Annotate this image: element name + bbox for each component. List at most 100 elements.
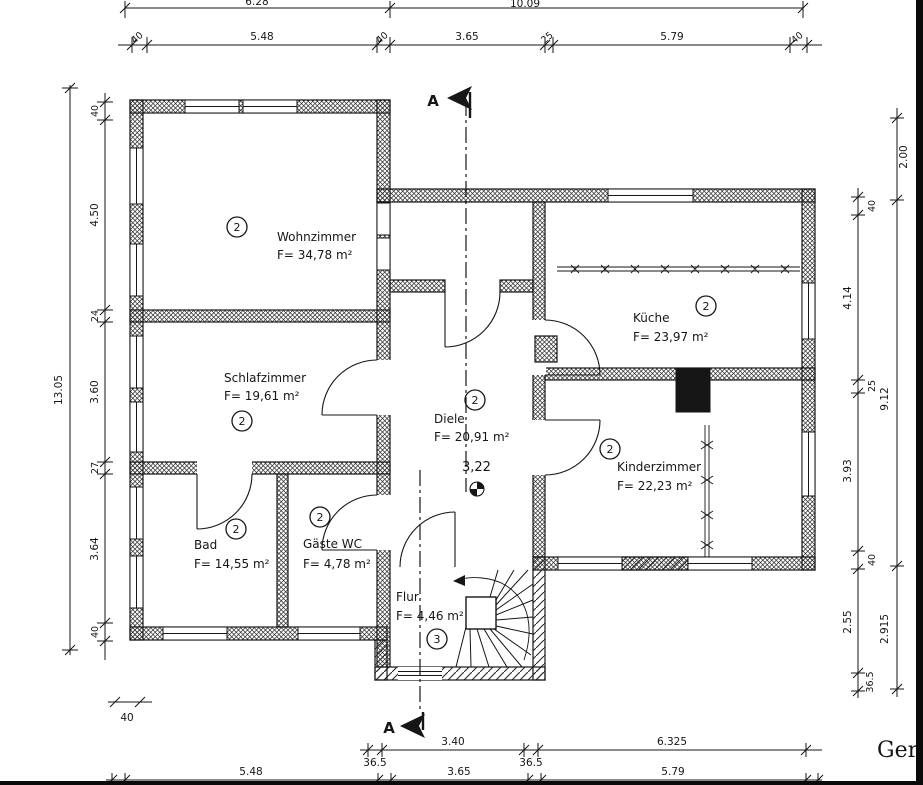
dimension-labels: 6.28 10.09 40 5.48 40 3.65 25 5.79 40 13… [53,0,910,778]
stair-direction-arrow-icon [453,575,465,586]
room-wohnzimmer: 2 Wohnzimmer F= 34,78 m² [226,216,356,262]
window [557,556,623,571]
svg-text:24: 24 [90,310,101,322]
svg-text:36.5: 36.5 [519,757,542,769]
staircase [453,569,534,668]
room-kueche: 2 Küche F= 23,97 m² [633,295,717,344]
svg-text:2: 2 [607,443,614,456]
svg-text:5.79: 5.79 [660,31,683,43]
svg-text:2.00: 2.00 [898,145,910,168]
svg-text:5.79: 5.79 [661,766,684,778]
svg-text:27: 27 [90,462,101,474]
window [801,282,816,340]
room-gaeste-wc: 2 Gäste WC F= 4,78 m² [303,506,371,571]
room-bad: 2 Bad F= 14,55 m² [194,518,270,571]
window [129,335,144,389]
svg-text:3.93: 3.93 [842,459,854,482]
window [129,555,144,609]
room-kinderzimmer: 2 Kinderzimmer F= 22,23 m² [599,438,701,493]
svg-text:3.65: 3.65 [447,766,470,778]
svg-text:3.64: 3.64 [89,537,101,561]
room-area: F= 4,46 m² [396,609,464,623]
section-arrow-icon [400,714,425,738]
svg-text:2: 2 [239,415,246,428]
svg-text:3.65: 3.65 [455,31,478,43]
svg-text:4.14: 4.14 [842,286,854,310]
room-labels: 2 Wohnzimmer F= 34,78 m² 2 Küche F= 23,9… [194,216,717,650]
svg-text:25: 25 [867,380,878,392]
scan-edge-right [916,0,923,785]
window [162,626,228,641]
dim-left-corner: 40 [120,712,133,724]
fixtures [534,264,800,557]
svg-text:40: 40 [867,200,878,212]
section-cut: A A [383,86,472,738]
level-marker-icon [469,481,485,497]
room-area: F= 19,61 m² [224,389,300,403]
window [129,401,144,453]
room-area: F= 22,23 m² [617,479,693,493]
stair-newel [465,596,497,630]
rail-line [700,425,714,557]
wall-niche [376,202,391,236]
beam-line [557,264,800,274]
svg-text:2: 2 [703,300,710,313]
svg-text:5.48: 5.48 [250,31,273,43]
svg-text:2: 2 [472,394,479,407]
scan-edge-bottom [0,781,923,785]
wall-niche [376,237,391,271]
room-name: Wohnzimmer [277,230,356,244]
room-name: Bad [194,538,217,552]
svg-text:6.325: 6.325 [657,736,687,748]
svg-text:3.60: 3.60 [89,380,101,403]
doors [196,291,601,680]
room-name: Flur [396,590,419,604]
svg-text:2: 2 [233,523,240,536]
window [687,556,753,571]
svg-text:2: 2 [317,511,324,524]
window [242,99,298,114]
window [129,486,144,540]
dim-left-total: 13.05 [53,375,65,405]
stair-walkline [461,577,530,661]
windows [129,99,816,641]
section-label-top: A [427,92,439,110]
window [129,147,144,205]
corner-text: Ger [877,738,919,763]
window [607,188,694,203]
level-value: 3,22 [462,460,491,475]
room-diele: 2 Diele F= 20,91 m² 3,22 [434,389,510,497]
svg-text:40: 40 [867,554,878,566]
section-label-bottom: A [383,719,395,737]
svg-text:4.50: 4.50 [89,203,101,226]
dim-top-total-right: 10.09 [510,0,540,10]
room-name: Schlafzimmer [224,371,306,385]
room-flur: Flur F= 4,46 m² 3 [396,590,464,650]
section-arrow-icon [447,86,472,110]
chimney [675,367,711,413]
svg-text:2.915: 2.915 [879,614,891,644]
svg-text:9.12: 9.12 [879,387,891,410]
room-area: F= 20,91 m² [434,430,510,444]
room-area: F= 14,55 m² [194,557,270,571]
room-name: Kinderzimmer [617,460,701,474]
dim-top-total-left: 6.28 [245,0,268,8]
svg-text:3.40: 3.40 [441,736,464,748]
window [801,431,816,497]
shaft [534,335,558,363]
room-schlafzimmer: Schlafzimmer F= 19,61 m² 2 [224,371,306,432]
window [129,243,144,297]
room-area: F= 23,97 m² [633,330,709,344]
svg-text:36.5: 36.5 [865,671,876,692]
door-arc [196,291,601,568]
room-area: F= 34,78 m² [277,248,353,262]
room-area: F= 4,78 m² [303,557,371,571]
window [184,99,240,114]
svg-text:36.5: 36.5 [363,757,386,769]
room-name: Diele [434,412,465,426]
svg-text:40: 40 [90,105,101,117]
svg-text:3: 3 [434,633,441,646]
svg-text:2.55: 2.55 [842,610,854,633]
